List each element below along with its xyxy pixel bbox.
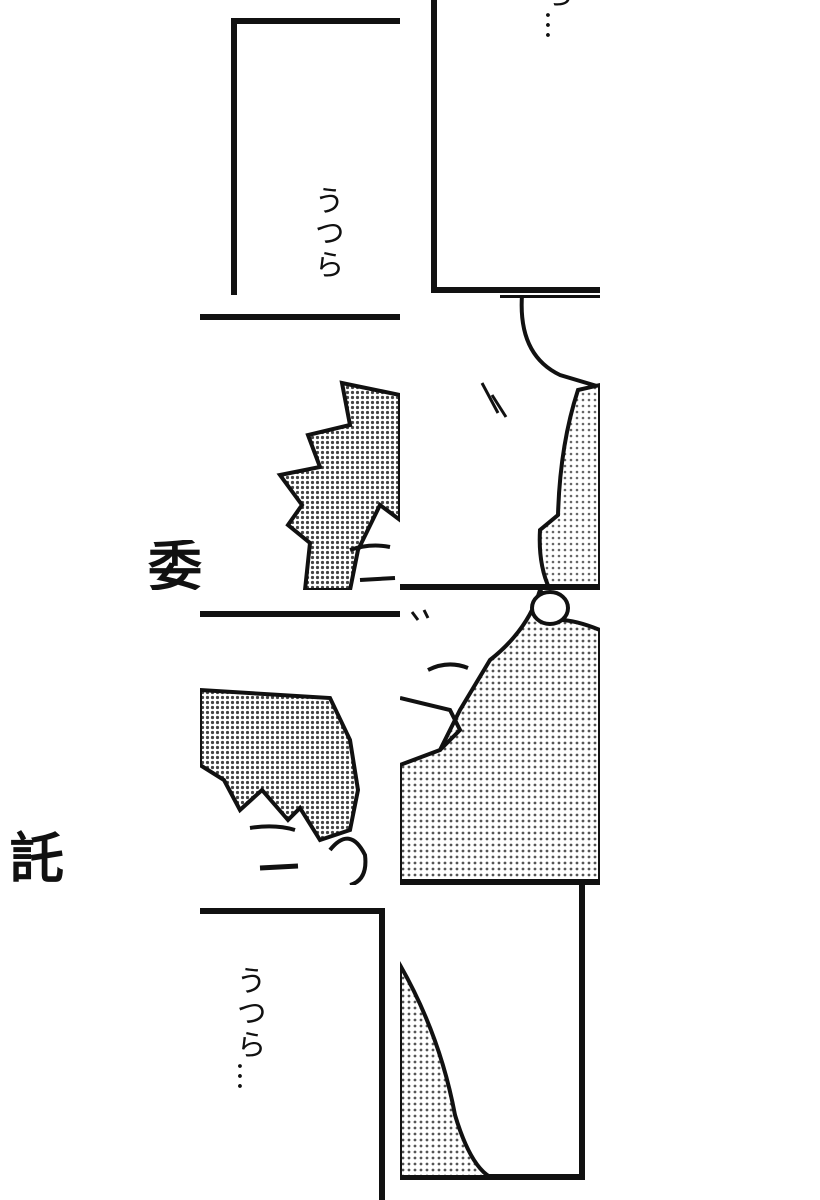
patterned-shirt-icon	[400, 295, 600, 590]
tile-r2-right[interactable]	[400, 295, 600, 590]
sfx-text-ra: ら…	[538, 0, 574, 42]
patterned-shirt-icon	[400, 885, 600, 1200]
tile-r4-right[interactable]	[400, 885, 600, 1200]
tile-r1-left[interactable]: うつら	[200, 0, 400, 295]
side-kanji-2: 託	[10, 827, 64, 890]
sfx-text-utsura: うつら	[308, 185, 344, 281]
spiky-hair-icon	[200, 295, 400, 590]
sfx-text-utsura-dots: うつら…	[230, 965, 266, 1093]
panel-frame-r1-right	[400, 0, 600, 295]
spiky-hair-icon	[200, 590, 400, 885]
side-kanji-1: 委	[148, 540, 202, 590]
tile-r1-right[interactable]: ら…	[400, 0, 600, 295]
tile-r2-left[interactable]	[200, 295, 400, 590]
patterned-shirt-icon	[400, 590, 600, 885]
tile-r3-left[interactable]	[200, 590, 400, 885]
panel-frame-r4-left	[200, 905, 400, 1200]
tile-r4-left[interactable]: うつら…	[200, 905, 400, 1200]
panel-frame-r1-left	[200, 0, 400, 295]
tile-r3-right[interactable]	[400, 590, 600, 885]
